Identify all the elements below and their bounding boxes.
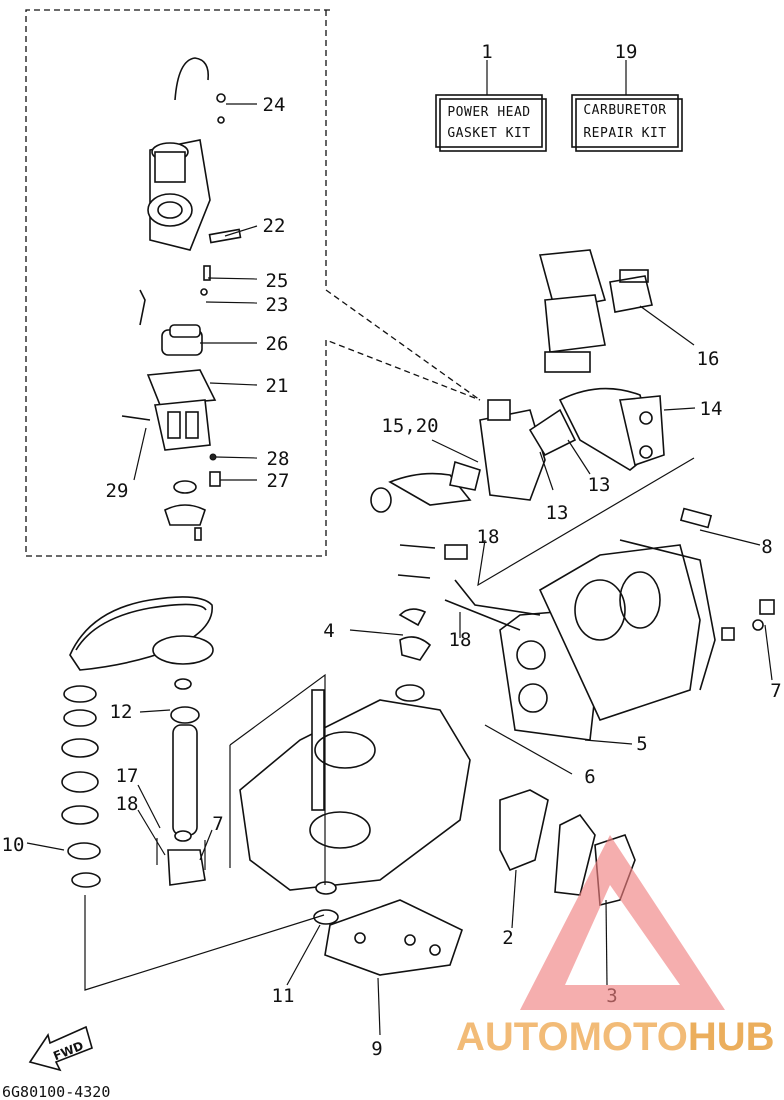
kit-box-power-head: POWER HEAD GASKET KIT [435, 60, 547, 152]
forward-arrow-icon: FWD [28, 1025, 93, 1072]
callout-19: 19 [615, 41, 638, 63]
callout-13b: 13 [588, 474, 611, 496]
watermark-text-part1: AUTOMOTO [456, 1015, 688, 1059]
kit-line1-power-head: POWER HEAD [447, 105, 530, 120]
callout-18c: 18 [116, 793, 139, 815]
callout-22: 22 [263, 215, 286, 237]
callout-9: 9 [371, 1038, 382, 1060]
callout-5: 5 [636, 733, 647, 755]
reed-valve-group [538, 249, 653, 373]
crankcase-group [84, 673, 471, 991]
callout-25: 25 [266, 270, 289, 292]
callouts: 1 19 24 22 25 23 26 21 28 27 29 16 14 15… [2, 41, 782, 1060]
callout-4: 4 [323, 620, 334, 642]
callout-24: 24 [263, 94, 286, 116]
callout-18a: 18 [477, 526, 500, 548]
callout-17: 17 [116, 765, 139, 787]
gasket-group [324, 789, 636, 976]
callout-21: 21 [266, 375, 289, 397]
kit-line2-power-head: GASKET KIT [447, 126, 530, 141]
callout-26: 26 [266, 333, 289, 355]
callout-1: 1 [481, 41, 492, 63]
callout-10: 10 [2, 834, 25, 856]
kit-line1-carburetor: CARBURETOR [583, 103, 666, 118]
watermark-logo: AUTOMOTOHUB [456, 835, 775, 1059]
callout-18b: 18 [449, 629, 472, 651]
callout-11: 11 [272, 985, 295, 1007]
flywheel-belt-group [61, 596, 214, 888]
callout-6: 6 [584, 766, 595, 788]
cylinder-block-group [395, 507, 775, 741]
watermark-text-part2: HUB [688, 1015, 775, 1059]
callout-15-20: 15,20 [381, 415, 438, 437]
callout-29: 29 [106, 480, 129, 502]
callout-14: 14 [700, 398, 723, 420]
carburetor-detail-frame [25, 9, 481, 557]
svg-text:AUTOMOTOHUB: AUTOMOTOHUB [456, 1015, 775, 1059]
watermark-triangle-icon [520, 835, 725, 1010]
callout-13a: 13 [546, 502, 569, 524]
document-code: 6G80100-4320 [2, 1083, 110, 1100]
callout-7a: 7 [770, 680, 781, 702]
callout-16: 16 [697, 348, 720, 370]
callout-2: 2 [502, 927, 513, 949]
kit-line2-carburetor: REPAIR KIT [583, 126, 666, 141]
callout-12: 12 [110, 701, 133, 723]
callout-23: 23 [266, 294, 289, 316]
callout-8: 8 [761, 536, 772, 558]
callout-27: 27 [267, 470, 290, 492]
callout-28: 28 [267, 448, 290, 470]
intake-group [370, 387, 665, 513]
carburetor-assembly [121, 57, 242, 541]
kit-box-carburetor: CARBURETOR REPAIR KIT [571, 60, 683, 152]
callout-7b: 7 [212, 813, 223, 835]
leader-lines [26, 103, 773, 1036]
